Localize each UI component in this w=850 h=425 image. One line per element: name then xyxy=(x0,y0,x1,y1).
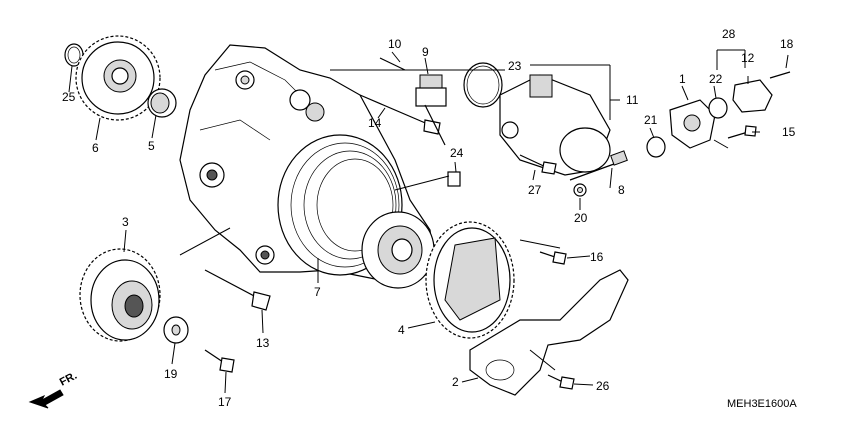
callout-22: 22 xyxy=(709,72,723,86)
part-2-cover-plate xyxy=(469,269,629,396)
front-direction-arrow: FR. xyxy=(28,370,79,409)
part-26-bolt xyxy=(547,374,575,390)
diagram-code: MEH3E1600A xyxy=(727,398,797,410)
callout-4: 4 xyxy=(398,323,405,337)
part-6-gear xyxy=(75,35,161,121)
part-21-o-ring xyxy=(646,136,666,158)
callout-10: 10 xyxy=(388,37,402,51)
callout-13: 13 xyxy=(256,336,270,350)
callout-15: 15 xyxy=(782,125,796,139)
part-27-bolt xyxy=(519,154,557,175)
part-5-collar xyxy=(147,88,177,118)
callout-23: 23 xyxy=(508,59,522,73)
callout-labels: 25 6 5 10 9 14 23 11 24 27 8 20 21 1 22 … xyxy=(62,27,796,409)
part-16-bolt xyxy=(539,251,567,265)
part-4-large-gear xyxy=(425,221,515,339)
callout-25: 25 xyxy=(62,90,76,104)
callout-9: 9 xyxy=(422,45,429,59)
callout-5: 5 xyxy=(148,139,155,153)
part-12-sensor xyxy=(732,79,773,113)
part-7-housing-assembly xyxy=(179,44,436,289)
callout-7: 7 xyxy=(314,285,321,299)
front-direction-label: FR. xyxy=(58,370,79,389)
part-18-screw xyxy=(769,71,791,79)
callout-11: 11 xyxy=(626,93,639,107)
part-13-bolt xyxy=(204,269,271,311)
callout-14: 14 xyxy=(368,116,382,130)
part-1-housing xyxy=(669,99,716,149)
callout-2: 2 xyxy=(452,375,459,389)
callout-27: 27 xyxy=(528,183,542,197)
callout-6: 6 xyxy=(92,141,99,155)
part-9-shaft xyxy=(415,74,447,146)
part-24-dowel xyxy=(447,171,461,187)
callout-16: 16 xyxy=(590,250,604,264)
part-3-gear-assembly xyxy=(79,248,161,342)
callout-12: 12 xyxy=(741,51,755,65)
callout-17: 17 xyxy=(218,395,232,409)
callout-8: 8 xyxy=(618,183,625,197)
callout-19: 19 xyxy=(164,367,178,381)
part-20-nut xyxy=(573,183,587,197)
part-11-starter-motor xyxy=(499,74,611,176)
callout-18: 18 xyxy=(780,37,794,51)
part-14-long-bolt xyxy=(359,94,441,135)
callout-26: 26 xyxy=(596,379,610,393)
callout-3: 3 xyxy=(122,215,129,229)
part-23-o-ring xyxy=(463,62,503,108)
part-22-o-ring xyxy=(708,97,728,119)
callout-20: 20 xyxy=(574,211,588,225)
part-10-pin xyxy=(379,57,406,71)
callout-24: 24 xyxy=(450,146,464,160)
part-19-washer xyxy=(163,316,189,344)
part-15-bolt xyxy=(727,125,757,139)
part-8-shaft xyxy=(569,150,628,181)
callout-21: 21 xyxy=(644,113,658,127)
callout-1: 1 xyxy=(679,72,686,86)
callout-28: 28 xyxy=(722,27,736,41)
leader-lines xyxy=(68,49,789,394)
part-17-bolt xyxy=(204,349,235,373)
